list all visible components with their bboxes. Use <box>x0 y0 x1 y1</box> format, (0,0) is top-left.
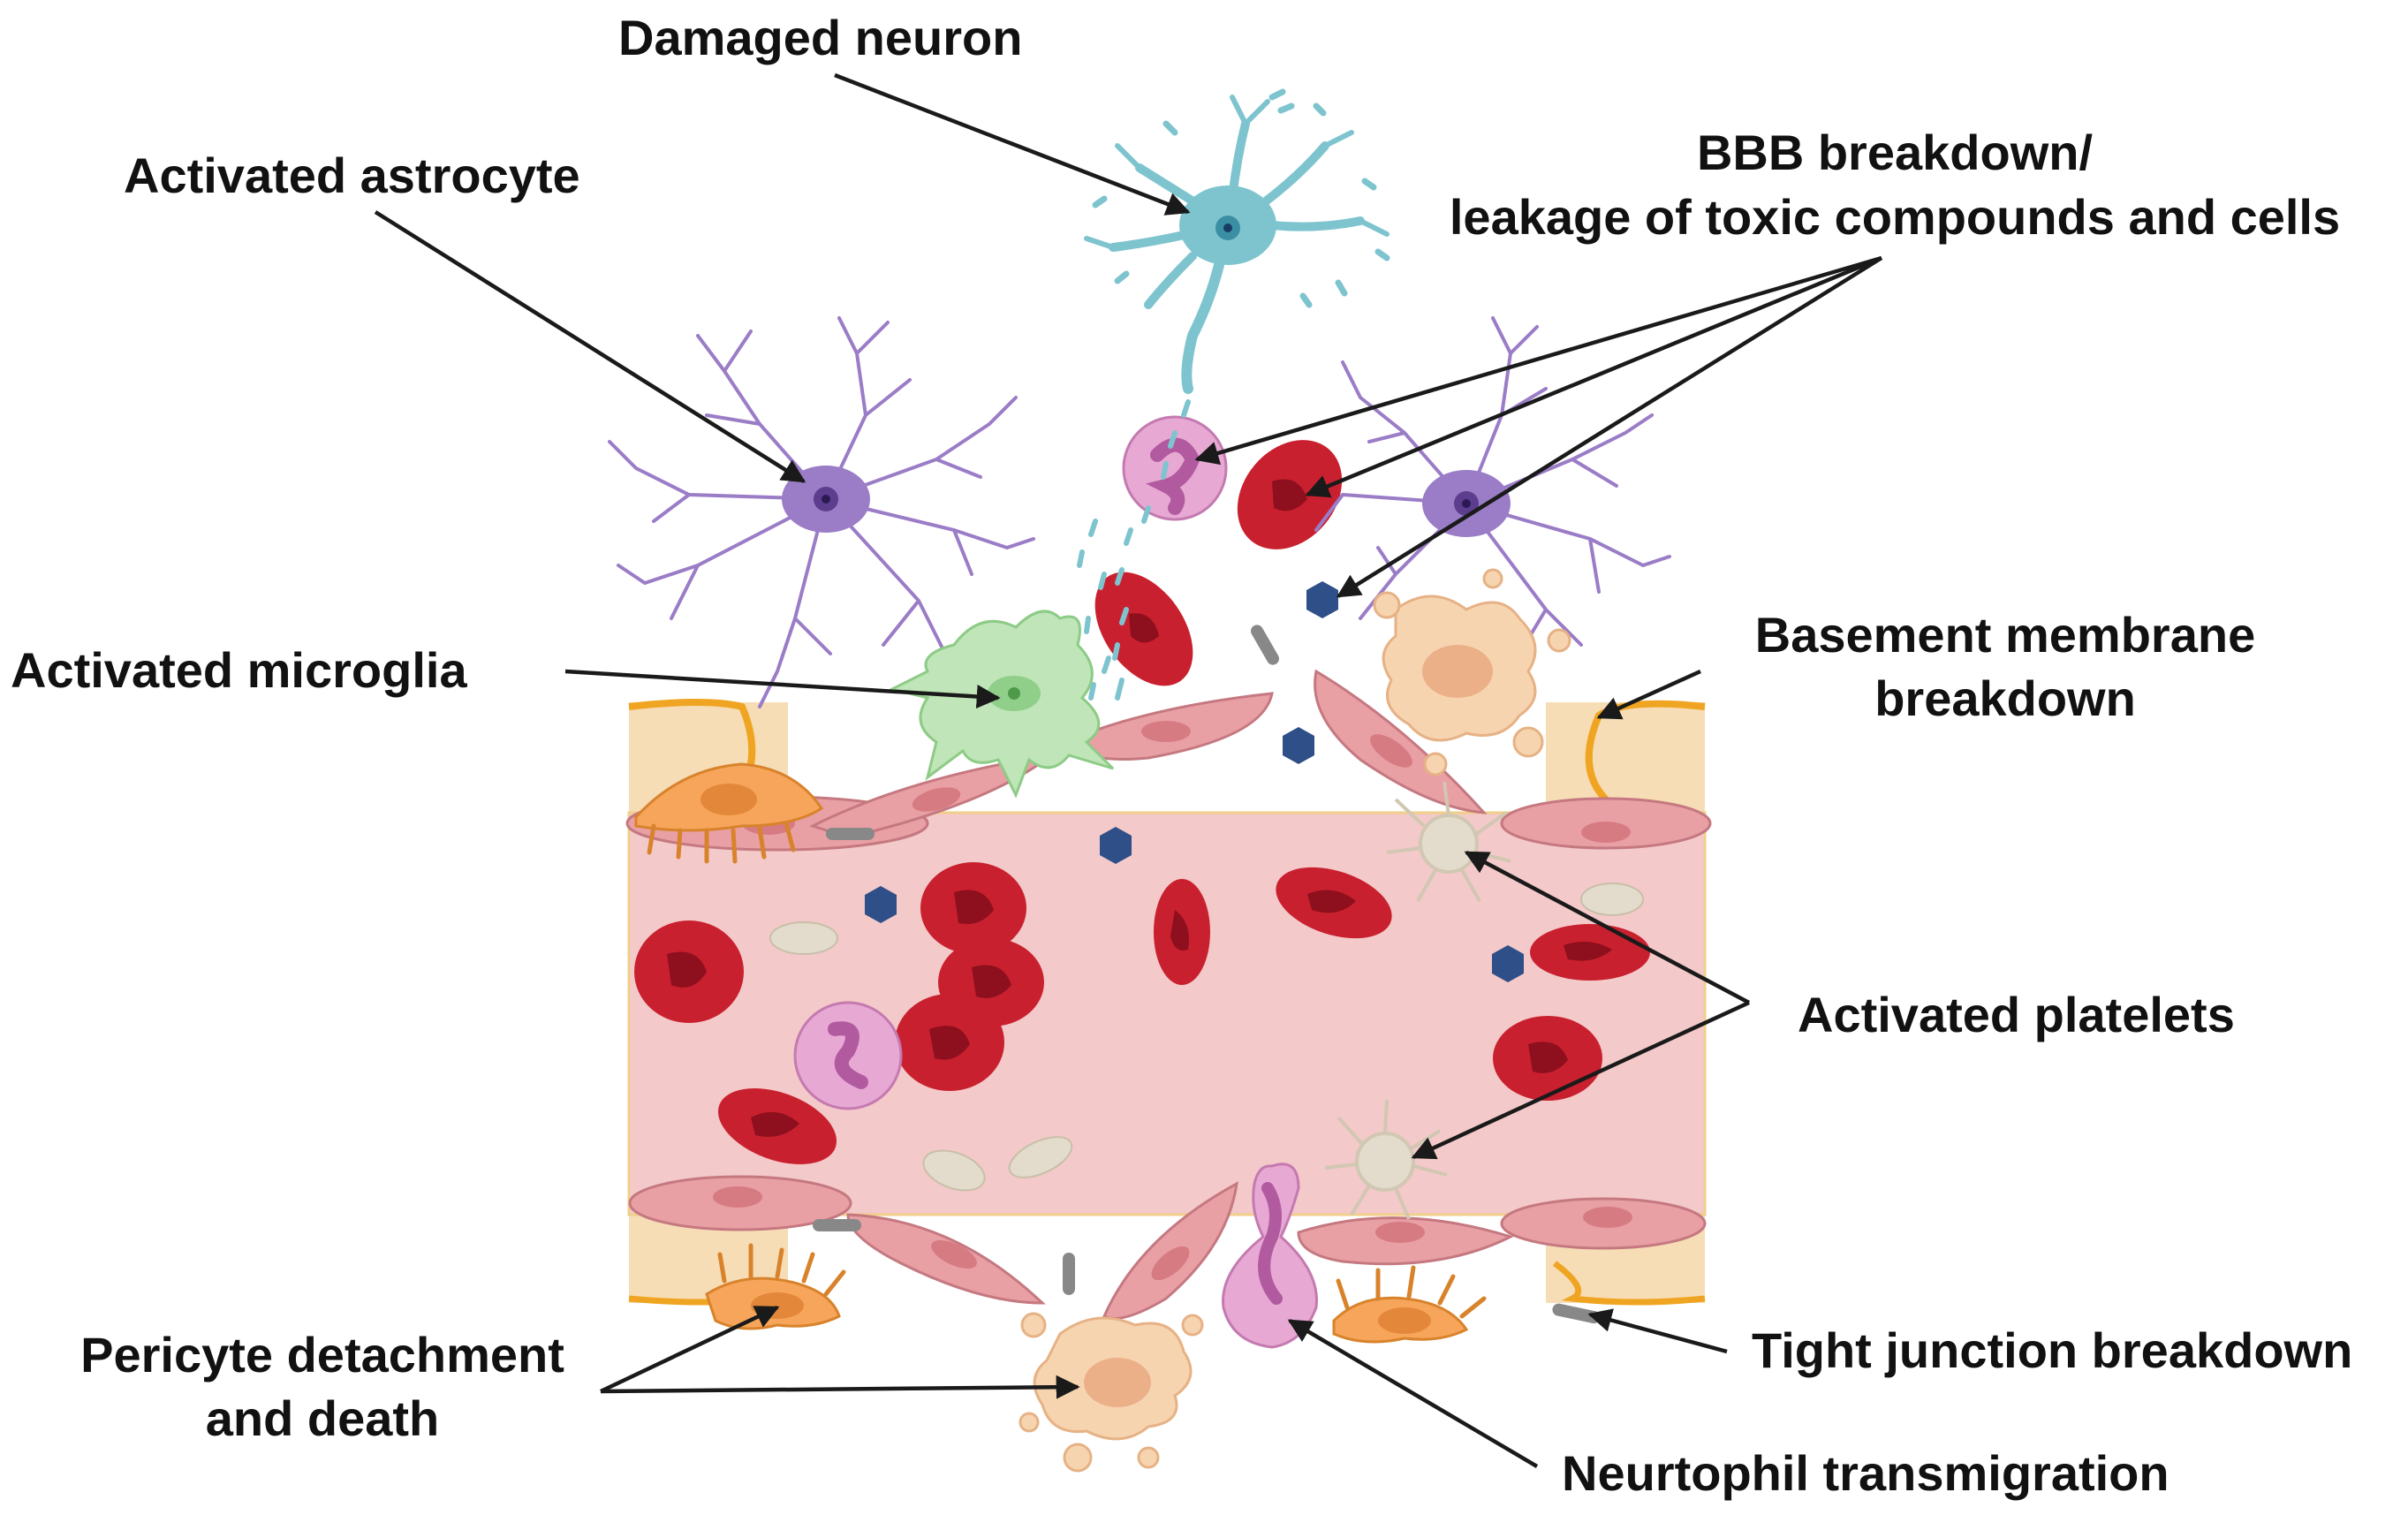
tight-junction <box>813 1219 861 1231</box>
label-neutrophil: Neurtophil transmigration <box>1562 1445 2169 1501</box>
red-blood-cell <box>1276 867 1392 939</box>
red-blood-cell <box>717 1088 837 1164</box>
toxic-compound <box>1306 581 1338 618</box>
arrow-tight-junction <box>1587 1308 1728 1354</box>
label-activated-platelets: Activated platelets <box>1798 987 2235 1042</box>
label-basement-line1: Basement membrane <box>1755 607 2255 663</box>
toxic-compound <box>1100 827 1132 864</box>
arrow-pericyte-dead <box>600 1375 1080 1399</box>
leaking-debris <box>1077 519 1111 701</box>
label-tight-junction: Tight junction breakdown <box>1752 1322 2352 1378</box>
annotation-arrows <box>374 72 1883 1468</box>
basement-outline-right-bottom <box>1552 1261 1706 1306</box>
red-blood-cell <box>1154 879 1210 985</box>
toxic-compound <box>865 886 897 923</box>
endothelial-cell <box>846 1213 1046 1305</box>
dead-pericyte-top <box>1373 568 1571 776</box>
arrow-neutrophil-transmigration <box>1287 1319 1539 1468</box>
label-basement-line2: breakdown <box>1874 670 2136 726</box>
red-blood-cell <box>1237 440 1343 549</box>
pericyte-right-detached <box>1332 1265 1487 1344</box>
endothelial-cell <box>1102 1181 1238 1320</box>
endothelial-cell <box>628 1175 852 1231</box>
red-blood-cell <box>1530 924 1650 981</box>
toxic-compound <box>1283 727 1314 764</box>
toxic-compound <box>1492 945 1524 982</box>
transmigrating-neutrophil <box>1222 1163 1318 1349</box>
red-blood-cell <box>634 920 744 1023</box>
platelet <box>1580 882 1644 916</box>
arrow-platelets-bottom <box>1411 1000 1750 1160</box>
labels: Damaged neuron Activated astrocyte BBB b… <box>11 10 2352 1501</box>
endothelial-cell <box>1500 797 1712 850</box>
label-pericyte-line1: Pericyte detachment <box>80 1327 564 1382</box>
endothelial-cell <box>1297 1216 1515 1266</box>
label-bbb-line1: BBB breakdown/ <box>1697 125 2093 180</box>
tight-junction <box>826 828 875 840</box>
red-blood-cell <box>1493 1016 1602 1101</box>
red-blood-cells <box>634 440 1650 1164</box>
dead-pericyte-bottom <box>1018 1312 1204 1473</box>
tight-junctions <box>813 625 1601 1324</box>
label-bbb-line2: leakage of toxic compounds and cells <box>1450 189 2340 245</box>
arrow-bbb-rbc <box>1305 255 1882 498</box>
platelet <box>922 1149 986 1192</box>
label-damaged-neuron: Damaged neuron <box>618 10 1022 65</box>
label-pericyte-line2: and death <box>206 1390 439 1446</box>
red-blood-cell <box>1094 572 1193 686</box>
arrow-activated-microglia <box>564 669 1001 708</box>
label-activated-astrocyte: Activated astrocyte <box>124 148 580 203</box>
tight-junction <box>1063 1253 1075 1295</box>
arrow-bbb-neutrophil <box>1194 255 1882 466</box>
arrow-platelets-top <box>1464 851 1751 1004</box>
pericyte-left-attached <box>634 762 824 864</box>
activated-platelet <box>1386 781 1511 902</box>
toxic-compounds <box>865 581 1524 982</box>
damaged-neuron <box>1084 88 1390 701</box>
endothelial-cell <box>1062 692 1274 761</box>
activated-microglia <box>888 610 1115 799</box>
tight-junction <box>1251 625 1279 665</box>
platelet <box>769 921 838 955</box>
label-activated-microglia: Activated microglia <box>11 642 467 698</box>
neutrophil <box>793 1001 903 1110</box>
arrow-pericyte-detached <box>600 1305 780 1394</box>
arrow-activated-astrocyte <box>374 210 806 483</box>
arrow-basement-membrane <box>1596 669 1701 720</box>
red-blood-cell <box>895 994 1004 1091</box>
platelet <box>1008 1136 1073 1178</box>
endothelial-cell <box>1314 669 1488 814</box>
arrow-damaged-neuron <box>834 72 1191 216</box>
activated-astrocyte-right <box>1314 316 1671 655</box>
red-blood-cell <box>920 862 1026 954</box>
arrow-bbb-compound <box>1336 256 1883 598</box>
endothelial-cell <box>1500 1197 1707 1250</box>
